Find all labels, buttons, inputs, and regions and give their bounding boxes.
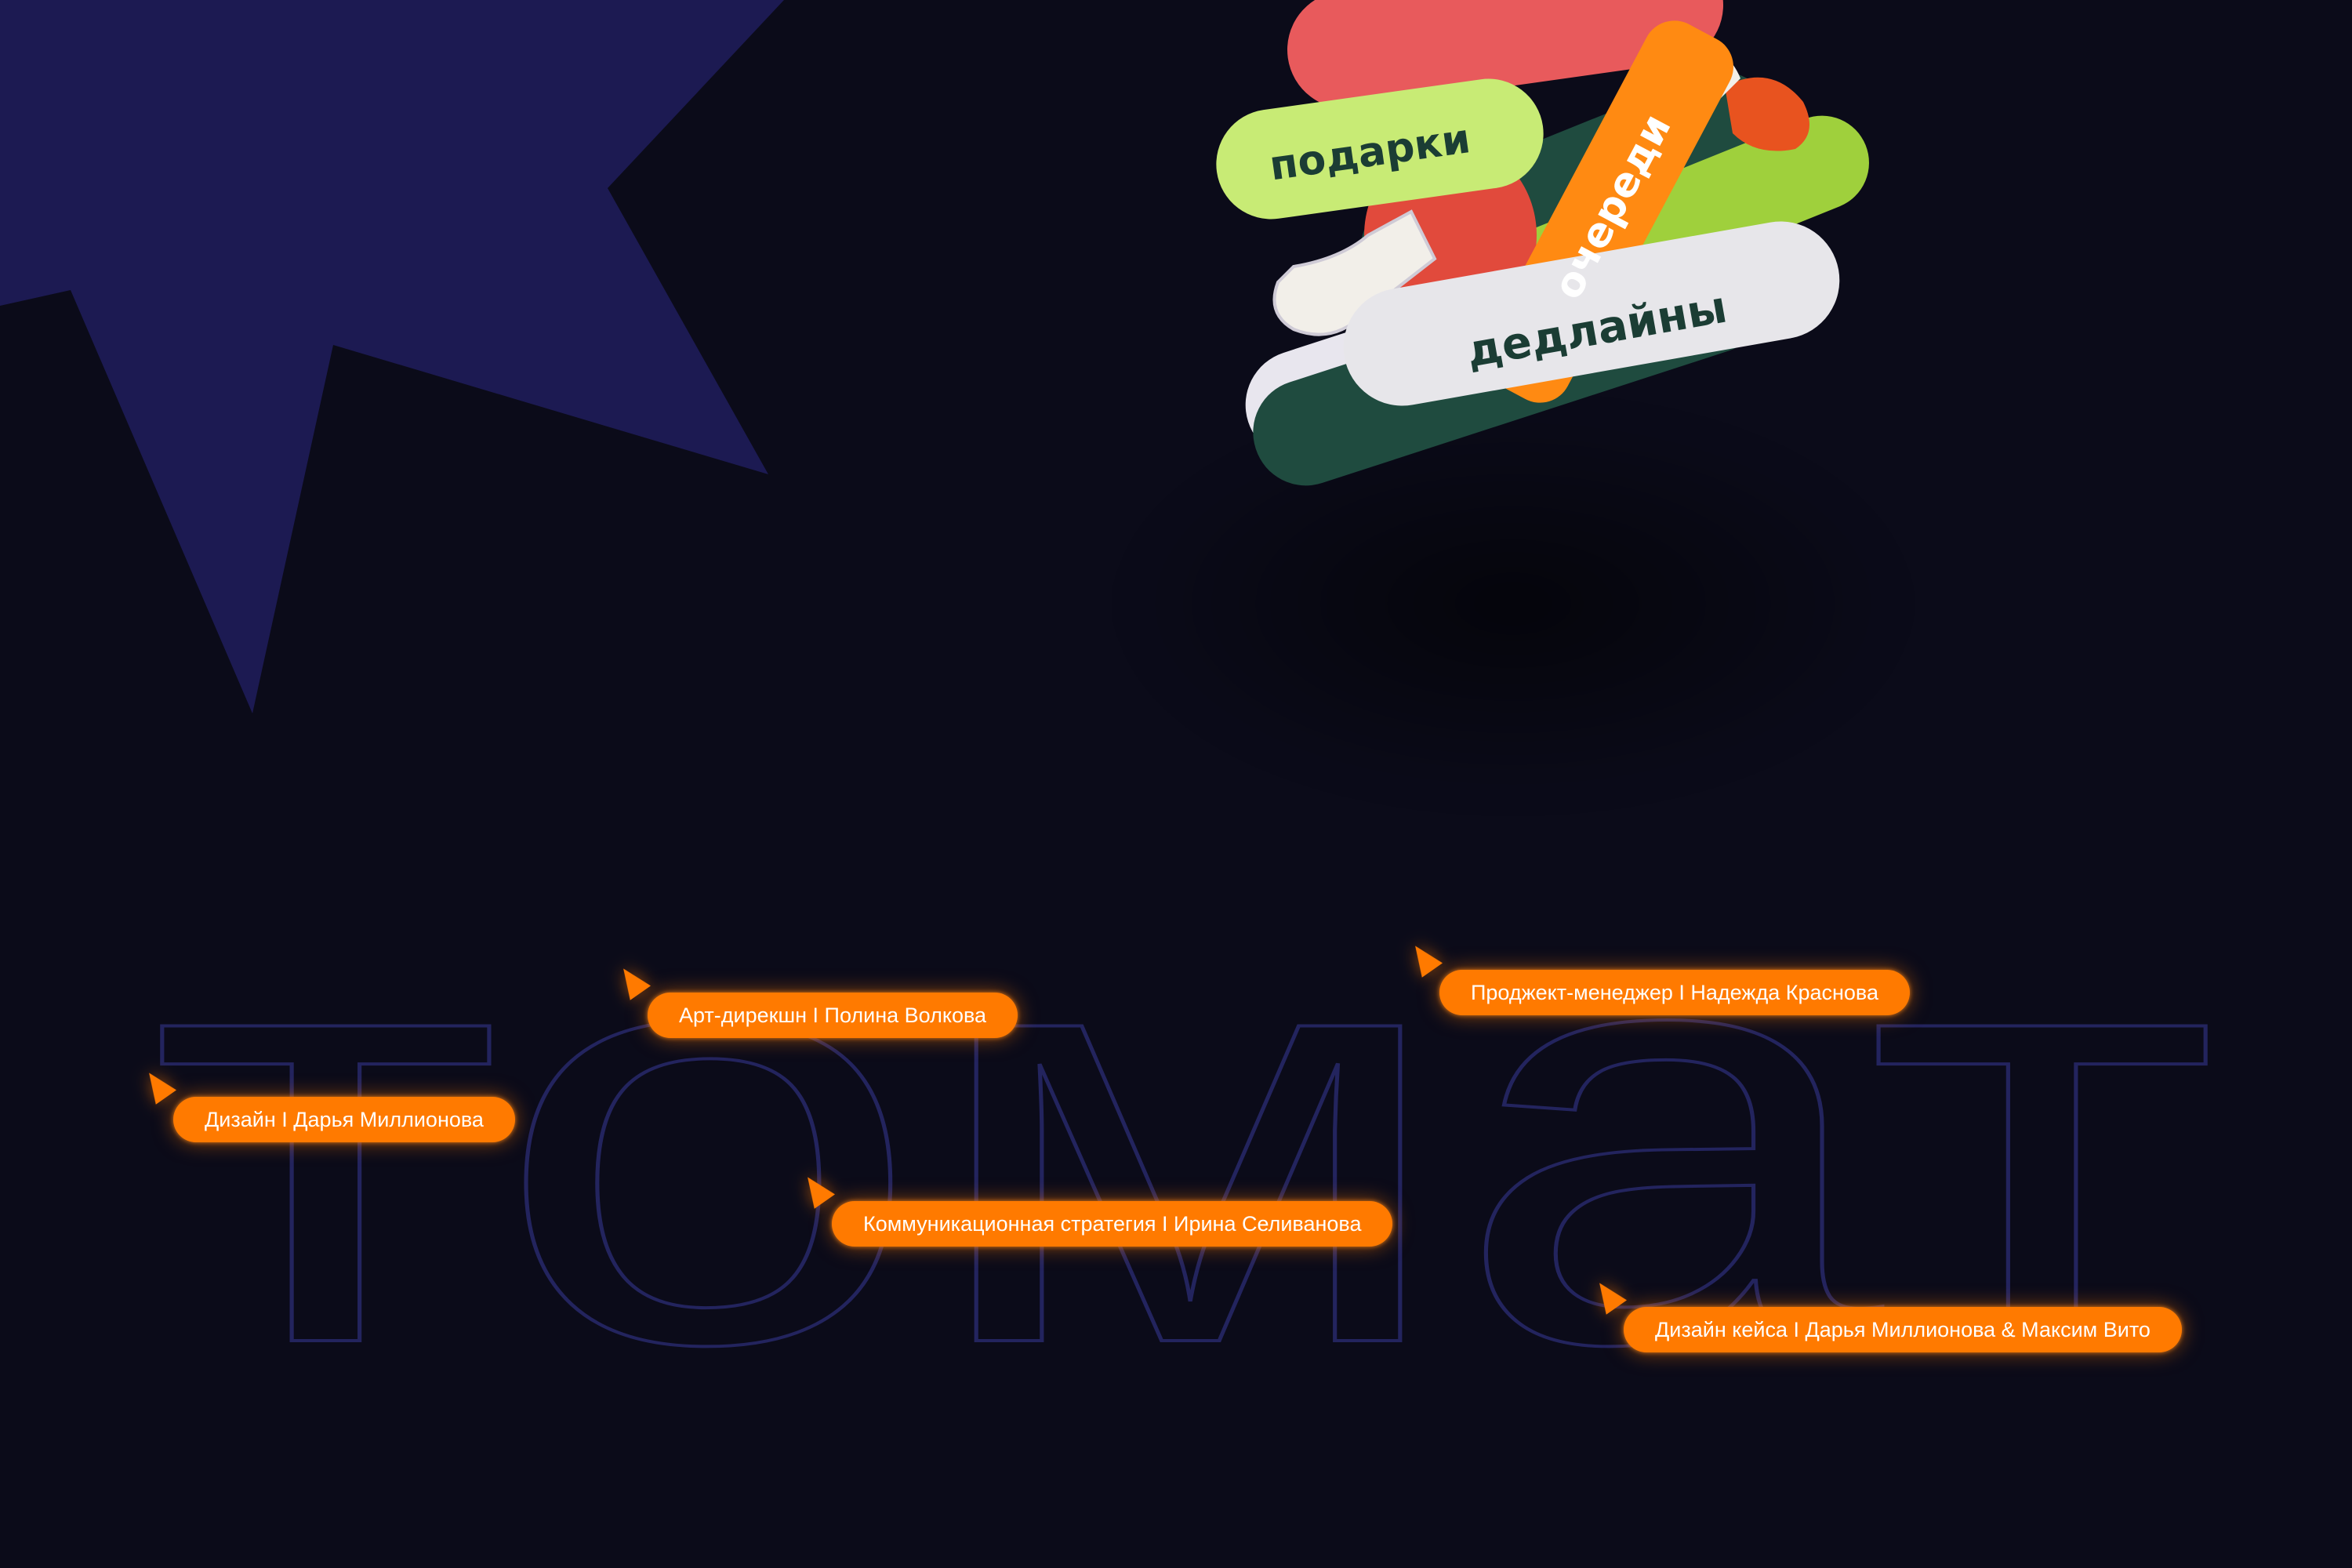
credit-art-direction-label: Арт-дирекшн I Полина Волкова (648, 993, 1018, 1038)
star-polygon (0, 0, 784, 713)
cursor-arrow-icon (138, 1065, 177, 1105)
character-hand (1725, 77, 1809, 151)
sticker-shadow (1121, 408, 1905, 800)
credit-art-direction: Арт-дирекшн I Полина Волкова (612, 961, 1018, 1038)
credit-design: Дизайн I Дарья Миллионова (138, 1065, 515, 1142)
bar-deadlines (1343, 221, 1840, 406)
credit-project-manager: Проджект-менеджер I Надежда Краснова (1404, 938, 1910, 1015)
cursor-arrow-icon (797, 1170, 836, 1209)
star-shape (0, 0, 784, 713)
credit-case-design: Дизайн кейса I Дарья Миллионова & Максим… (1588, 1276, 2182, 1352)
sticker-illustration: подарки очереди дедлайны (1216, 0, 1869, 486)
credit-project-manager-label: Проджект-менеджер I Надежда Краснова (1439, 970, 1910, 1015)
bar-red-top (1287, 0, 1724, 109)
character-leg (1272, 209, 1437, 336)
cursor-arrow-icon (1404, 938, 1443, 978)
credit-communication-strategy-label: Коммуникационная стратегия I Ирина Селив… (832, 1201, 1393, 1247)
cursor-arrow-icon (612, 961, 652, 1000)
credit-design-label: Дизайн I Дарья Миллионова (173, 1097, 515, 1142)
credit-communication-strategy: Коммуникационная стратегия I Ирина Селив… (797, 1170, 1393, 1247)
bar-gifts (1216, 78, 1544, 220)
cursor-arrow-icon (1588, 1276, 1628, 1315)
credit-case-design-label: Дизайн кейса I Дарья Миллионова & Максим… (1624, 1307, 2182, 1352)
